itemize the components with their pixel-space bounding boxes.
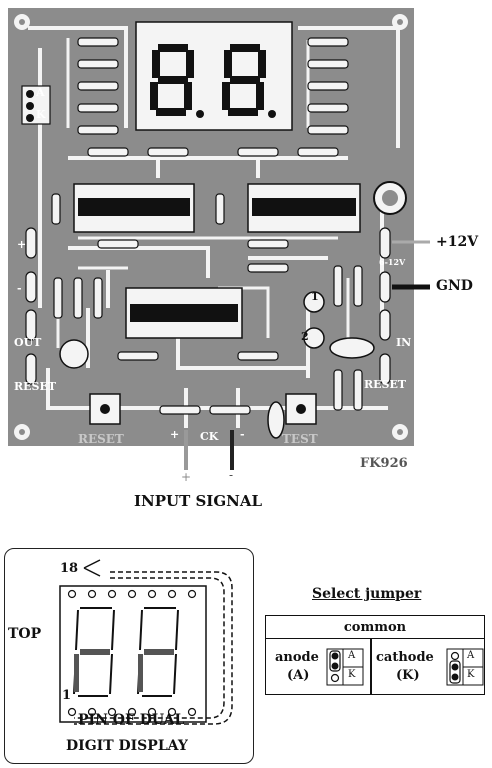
pin-panel [4,548,254,764]
silkscreen-test: TEST [282,432,318,446]
in-terminal-label: IN [396,336,412,349]
ground-annotation: GND [436,278,473,294]
pin-18-label: 18 [60,561,79,576]
ck-label: CK [200,430,219,443]
anode-jumper-a: A [348,650,356,661]
supply-annotation: +12V [436,234,479,250]
jumper-panel-title: Select jumper [312,586,422,602]
signal-plus-label: + [181,470,192,484]
cathode-abbr: (K) [396,668,420,683]
signal-minus-label: - [229,468,234,482]
pin-diagram [59,559,233,725]
silkscreen-reset: RESET [78,432,124,446]
pin-caption-line1: PIN OF DUAL [78,712,185,728]
anode-label: anode [275,650,319,665]
jumper-table-header: common [266,616,484,639]
pad-1-label: 1 [311,290,319,303]
voltage-range-label: 6-12V [379,257,406,267]
top-label: TOP [8,626,42,642]
reset-right-terminal-label: RESET [364,378,407,391]
anode-jumper-icon [326,648,364,686]
pin-caption-line2: DIGIT DISPLAY [66,738,188,754]
input-signal-title: INPUT SIGNAL [134,492,263,510]
plus-terminal-label: + [17,238,27,251]
pcb-artwork [8,8,414,446]
pcb-board [8,8,414,446]
jumper-a-label: A [36,86,45,99]
out-terminal-label: OUT [14,336,42,349]
cathode-jumper-a: A [467,650,475,661]
ck-plus-label: + [170,428,180,441]
jumper-k-label: K [36,108,46,121]
cathode-label: cathode [376,650,434,665]
pad-2-label: 2 [301,330,309,343]
jumper-table: common [265,615,485,695]
anode-abbr: (A) [287,668,310,683]
cathode-jumper-icon [446,648,484,686]
common-header: common [343,620,407,635]
reset-terminal-label: RESET [14,380,57,393]
ck-minus-label: - [240,428,245,441]
anode-jumper-k: K [348,669,356,680]
pin-1-label: 1 [62,688,72,703]
minus-terminal-label: - [17,282,22,295]
board-model-label: FK926 [360,456,408,471]
cathode-jumper-k: K [467,669,475,680]
